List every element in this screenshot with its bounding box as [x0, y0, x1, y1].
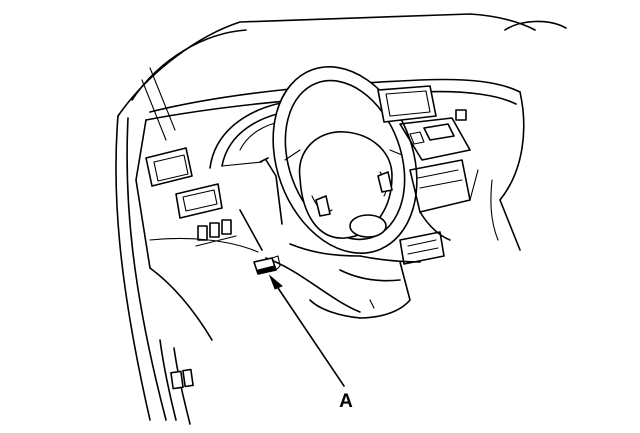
center-display — [377, 85, 471, 161]
callout-label-a: A — [339, 391, 353, 412]
callout-a-leader — [268, 274, 345, 387]
center-console — [309, 255, 421, 319]
steering-column — [259, 157, 361, 257]
door-frame — [159, 339, 194, 425]
center-stack — [399, 159, 471, 265]
a-pillar — [115, 13, 536, 421]
lower-dash-left — [149, 209, 361, 341]
left-vent — [145, 147, 223, 219]
steering-wheel — [272, 66, 418, 254]
component-a — [253, 255, 281, 275]
right-pillar — [469, 20, 567, 251]
left-switch-panel — [195, 219, 237, 247]
